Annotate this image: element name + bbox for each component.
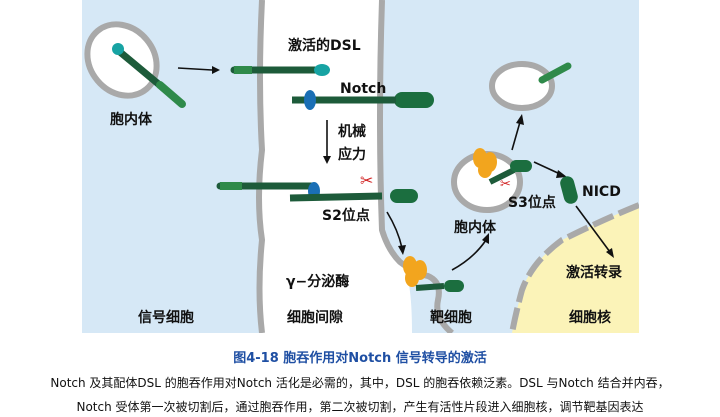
- notch-signaling-diagram: ✂ ✂ 激活的DSL Notch 胞内体 机械 应力 S2位点 γ−分泌酶 S3…: [82, 0, 639, 333]
- target-cell-membrane: [377, 0, 454, 333]
- label-nucleus: 细胞核: [569, 309, 611, 326]
- arrow-to-dsl: [177, 67, 213, 71]
- arrow-to-vesicle-head: [516, 114, 524, 125]
- notch-lower-intracellular: [390, 189, 418, 203]
- arrow-to-vesicle: [511, 121, 521, 151]
- notch-blue-domain: [304, 90, 316, 110]
- notch-lower: [289, 192, 383, 202]
- nuclear-envelope: [509, 202, 639, 333]
- nucleus-region: [512, 205, 639, 333]
- notch-fragment-intracellular: [444, 280, 464, 292]
- endosome-notch-intracellular: [510, 160, 532, 172]
- arrow-to-nicd-head: [556, 170, 567, 178]
- label-notch: Notch: [340, 81, 386, 97]
- right-secretase-3: [478, 162, 492, 178]
- notch-intracellular-domain: [394, 92, 434, 108]
- figure-caption-title: 图4-18 胞吞作用对Notch 信号转导的激活: [233, 351, 487, 366]
- arrow-to-nucleus: [575, 205, 611, 253]
- dsl-teal-head: [314, 64, 330, 76]
- dsl-ligand-tail: [156, 81, 186, 108]
- scissors-s2-icon: ✂: [360, 171, 373, 190]
- dsl-ligand-head: [112, 43, 124, 55]
- label-s2-site: S2位点: [322, 207, 370, 224]
- mechanical-force-arrow-head: [323, 156, 331, 164]
- label-intercellular-space: 细胞间隙: [287, 309, 343, 326]
- label-gamma-secretase: γ−分泌酶: [286, 273, 349, 290]
- endosome-notch-fragment: [488, 167, 516, 185]
- left-endosome: [84, 21, 160, 99]
- figure-caption-line-2: Notch 受体第一次被切割后，通过胞吞作用，第二次被切割，产生有活性片段进入细…: [76, 400, 644, 414]
- arrow-to-endosome-head: [482, 233, 489, 244]
- gamma-secretase-3: [405, 269, 419, 287]
- top-right-vesicle: [489, 61, 555, 111]
- nicd-fragment: [560, 176, 578, 204]
- figure-caption-line-1: Notch 及其配体DSL 的胞吞作用对Notch 活化是必需的，其中，DSL …: [50, 376, 670, 390]
- arrow-to-secretase: [386, 211, 403, 249]
- label-signal-cell: 信号细胞: [138, 309, 194, 326]
- intercellular-space: [259, 0, 412, 333]
- label-target-cell: 靶细胞: [430, 309, 472, 326]
- label-endosome-right: 胞内体: [453, 219, 497, 236]
- label-mechanical-2: 应力: [338, 146, 366, 163]
- label-activate-transcription: 激活转录: [566, 264, 622, 281]
- arrow-to-endosome: [451, 239, 487, 271]
- arrow-to-secretase-head: [398, 245, 406, 255]
- vesicle-fragment: [538, 62, 572, 84]
- arrow-to-nucleus-head: [606, 248, 614, 258]
- label-endosome-left: 胞内体: [109, 111, 153, 128]
- signal-cell-membrane: [256, 0, 266, 333]
- scissors-s3-icon: ✂: [500, 177, 511, 192]
- label-nicd: NICD: [582, 184, 621, 200]
- label-activated-dsl: 激活的DSL: [288, 37, 361, 54]
- label-mechanical-1: 机械: [338, 123, 366, 140]
- arrow-head: [212, 66, 220, 74]
- arrow-to-nicd: [533, 161, 561, 175]
- notch-membrane-fragment: [415, 283, 445, 291]
- label-s3-site: S3位点: [508, 194, 556, 211]
